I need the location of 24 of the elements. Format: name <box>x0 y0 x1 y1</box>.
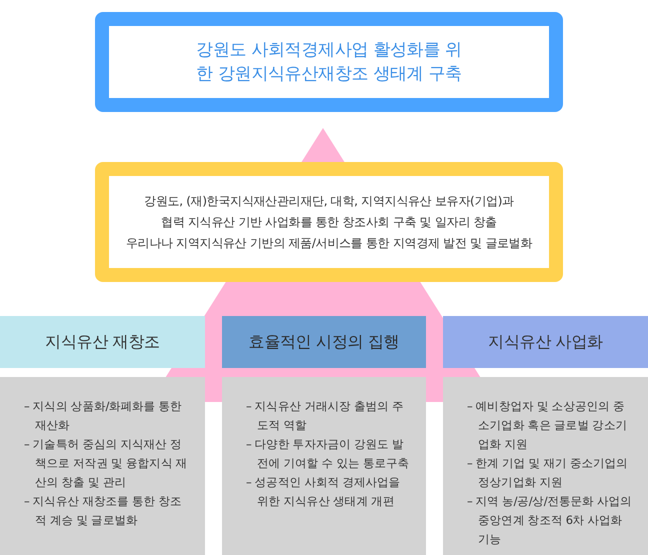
text-line: 협력 지식유산 기반 사업화를 통한 창조사회 구축 및 일자리 창출 <box>161 214 497 230</box>
title-box <box>95 12 563 112</box>
bullet-item: – 한계 기업 및 재기 중소기업의 정상기업화 지원 <box>467 455 629 491</box>
partnership-box <box>95 162 563 282</box>
bullet-item: – 지역 농/공/상/전통문화 사업의 중앙연계 창조적 6차 사업화 기능 <box>467 493 632 548</box>
header-text: 지식유산 재창조 <box>45 332 160 352</box>
bullet-item: – 성공적인 사회적 경제사업을 위한 지식유산 생태계 개편 <box>246 474 402 510</box>
bullet-panel <box>0 377 205 555</box>
title-text: 강원도 사회적경제사업 활성화를 위한 강원지식유산재창조 생태계 구축 <box>195 39 463 86</box>
bullet-item: – 지식유산 거래시장 출범의 주도적 역할 <box>246 398 405 434</box>
header-text: 효율적인 시정의 집행 <box>248 332 400 352</box>
bullet-item: – 예비창업자 및 소상공인의 중소기업화 혹은 글로벌 강소기업화 지원 <box>467 398 628 453</box>
category-header <box>222 316 426 368</box>
text-line: 강원도, (재)한국지식재산관리재단, 대학, 지역지식유산 보유자(기업)과 <box>144 192 514 210</box>
category-header <box>443 316 648 368</box>
bullet-item: – 다양한 투자자금이 강원도 발전에 기여할 수 있는 통로구축 <box>246 436 410 472</box>
bullet-panel <box>222 377 426 555</box>
bullet-item: – 기술특허 중심의 지식재산 정책으로 저작권 및 융합지식 재산의 창출 및 관리 <box>24 436 188 491</box>
bullet-item: – 지식의 상품화/화폐화를 통한 재산화 <box>24 398 183 434</box>
category-header <box>0 316 205 368</box>
header-text: 지식유산 사업화 <box>488 332 603 352</box>
bullet-panel <box>443 377 648 555</box>
bullet-item: – 지식유산 재창조를 통한 창조적 계승 및 글로벌화 <box>24 493 183 529</box>
text-line: 우리나나 지역지식유산 기반의 제품/서비스를 통한 지역경제 발전 및 글로벌화 <box>126 234 532 252</box>
